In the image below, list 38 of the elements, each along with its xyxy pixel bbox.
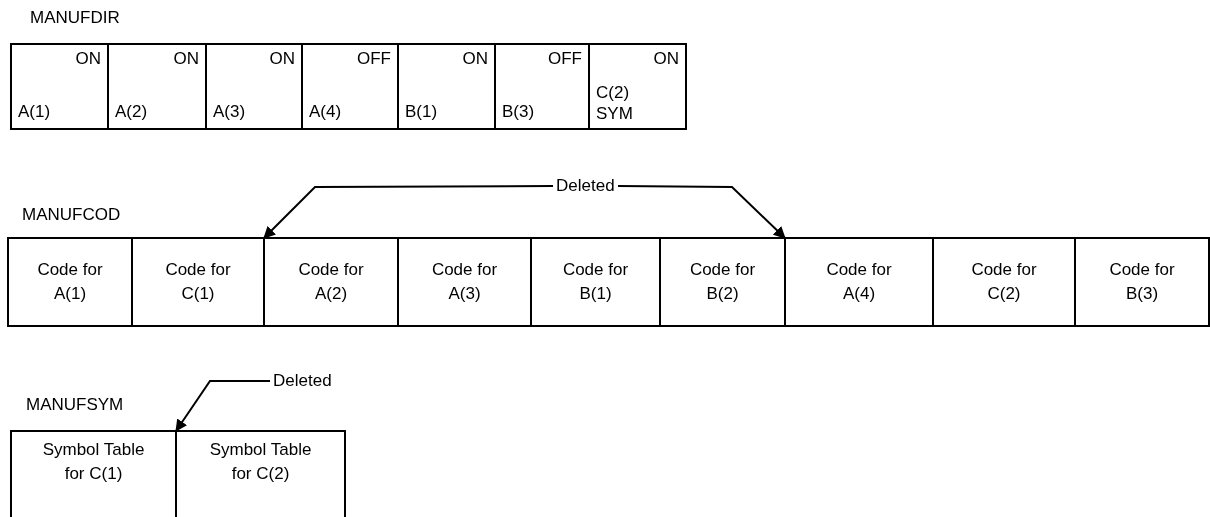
- arrow: [263, 185, 554, 239]
- table-name: MANUFDIR: [30, 8, 120, 28]
- code-block: Code for C(2): [932, 237, 1076, 327]
- entry-label: A(3): [213, 101, 246, 122]
- entry-label: C(2) SYM: [596, 82, 634, 124]
- table-name: MANUFSYM: [26, 395, 124, 415]
- directory-entry-cell: [301, 43, 399, 130]
- code-block: Code for B(3): [1074, 237, 1210, 327]
- entry-label: B(1): [405, 101, 438, 122]
- directory-entry-cell: [10, 43, 109, 130]
- code-block: Code for A(2): [263, 237, 399, 327]
- directory-entry-cell: [588, 43, 687, 130]
- code-block: Code for A(4): [784, 237, 934, 327]
- directory-entry-cell: [397, 43, 496, 130]
- status-text: ON: [75, 49, 101, 69]
- directory-entry-cell: [107, 43, 207, 130]
- arrow: [175, 380, 271, 432]
- code-block: Code for B(1): [530, 237, 661, 327]
- status-text: OFF: [548, 49, 582, 69]
- symbol-table-block: Symbol Table for C(2): [175, 430, 346, 517]
- entry-label: A(4): [309, 101, 342, 122]
- entry-label: A(2): [115, 101, 148, 122]
- code-block: Code for C(1): [131, 237, 265, 327]
- table-name: MANUFCOD: [22, 205, 121, 225]
- status-text: ON: [173, 49, 199, 69]
- status-text: ON: [462, 49, 488, 69]
- code-block: Code for B(2): [659, 237, 786, 327]
- directory-entry-cell: [494, 43, 590, 130]
- directory-entry-cell: [205, 43, 303, 130]
- arrow: [617, 185, 786, 239]
- code-block: Code for A(1): [7, 237, 133, 327]
- status-text: ON: [269, 49, 295, 69]
- entry-label: A(1): [18, 101, 51, 122]
- symbol-table-block: Symbol Table for C(1): [10, 430, 177, 517]
- entry-label: B(3): [502, 101, 535, 122]
- status-text: OFF: [357, 49, 391, 69]
- status-text: ON: [653, 49, 679, 69]
- code-block: Code for A(3): [397, 237, 532, 327]
